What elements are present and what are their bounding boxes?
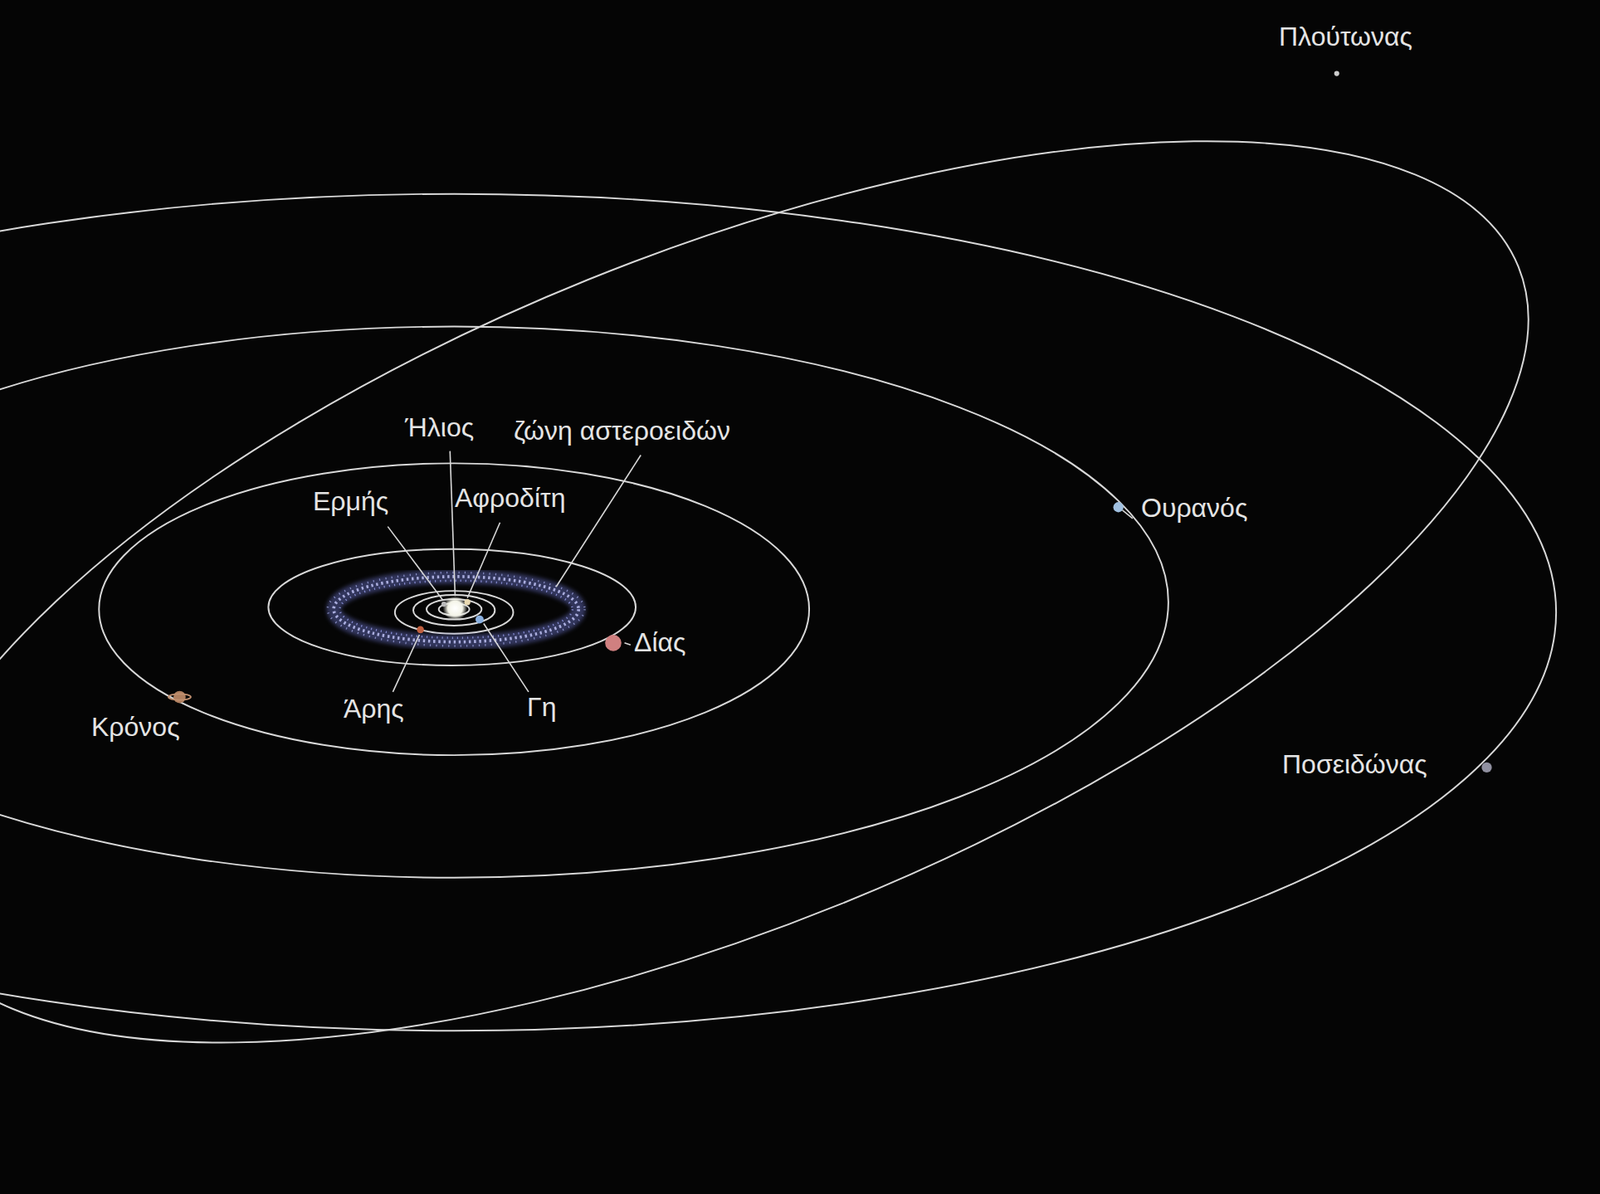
- planet-label: ζώνη αστεροειδών: [512, 416, 732, 446]
- planet-label: Δίας: [632, 628, 688, 658]
- planet-label: Αφροδίτη: [453, 483, 567, 513]
- planet-label: Άρης: [341, 694, 406, 724]
- leader-lines: [387, 451, 1133, 693]
- planet-label: Πλούτωνας: [1277, 22, 1415, 52]
- planet-label: Ήλιος: [403, 413, 476, 443]
- asteroid-belt: [327, 572, 586, 647]
- planet-label: Ουρανός: [1139, 493, 1249, 523]
- planet-label: Ποσειδώνας: [1280, 750, 1430, 780]
- planet-label: Γη: [525, 692, 558, 722]
- planet-label: Κρόνος: [89, 712, 182, 742]
- planets: [168, 70, 1493, 773]
- planet-label: Ερμής: [311, 487, 391, 517]
- sun: [443, 595, 469, 621]
